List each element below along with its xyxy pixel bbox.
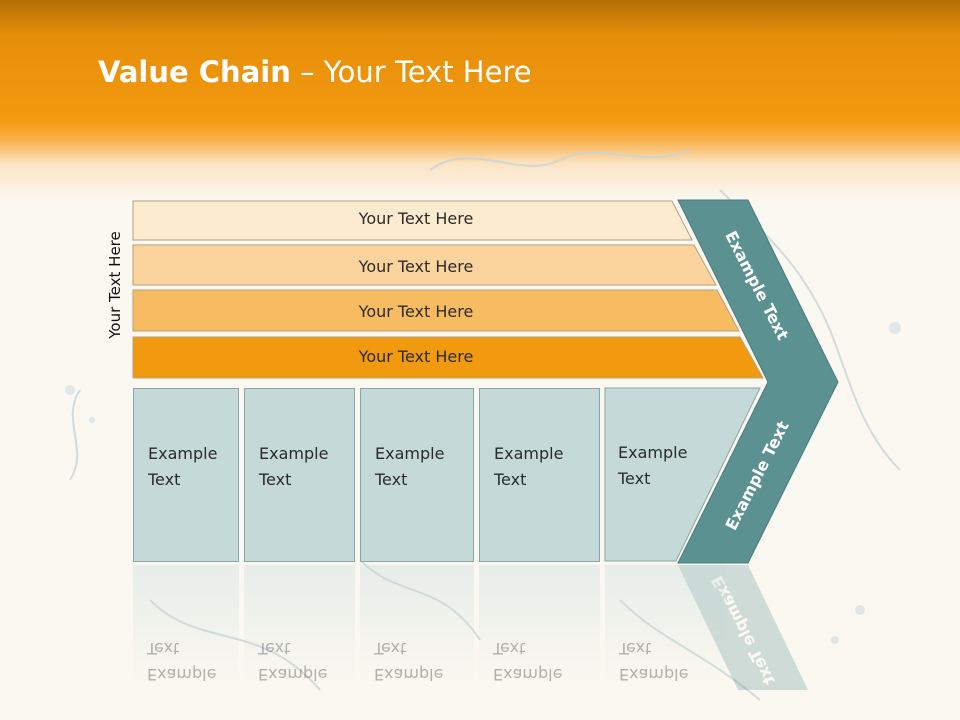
box-3: Example Text: [360, 388, 474, 562]
box-5-reflection: Example Text: [605, 565, 725, 705]
box-5-label: Example Text: [618, 443, 688, 488]
box-4-reflection: Example Text: [479, 565, 600, 705]
page-title: Value Chain – Your Text Here: [98, 55, 532, 89]
chevron-arrow: [677, 199, 839, 564]
bar-4-label: Your Text Here: [358, 347, 474, 366]
bar-3: [132, 289, 740, 332]
box-4-reflection-label: Example Text: [493, 639, 563, 684]
box-2-reflection: Example Text: [244, 565, 355, 705]
box-3-reflection-label: Example Text: [374, 639, 444, 684]
box-3-label: Example Text: [375, 444, 445, 489]
bar-1-label: Your Text Here: [358, 209, 474, 228]
bar-1: [132, 200, 693, 241]
box-4: Example Text: [479, 388, 600, 562]
box-1-reflection: Example Text: [133, 565, 239, 705]
bar-2: [132, 244, 717, 286]
box-2-reflection-label: Example Text: [258, 639, 328, 684]
box-5-shape: [604, 387, 761, 562]
box-3-reflection: Example Text: [360, 565, 474, 705]
box-1-label: Example Text: [148, 444, 218, 489]
box-1: Example Text: [133, 388, 239, 562]
box-5-reflection-label: Example Text: [619, 639, 689, 684]
bar-3-label: Your Text Here: [358, 302, 474, 321]
title-bold: Value Chain: [98, 55, 291, 89]
box-1-reflection-label: Example Text: [147, 639, 217, 684]
bar-2-label: Your Text Here: [358, 257, 474, 276]
header-banner: [0, 0, 960, 200]
box-4-label: Example Text: [494, 444, 564, 489]
bar-4: [132, 336, 764, 379]
title-rest: – Your Text Here: [290, 55, 532, 89]
box-2-label: Example Text: [259, 444, 329, 489]
box-2: Example Text: [244, 388, 355, 562]
box-5: Example Text: [605, 388, 725, 562]
